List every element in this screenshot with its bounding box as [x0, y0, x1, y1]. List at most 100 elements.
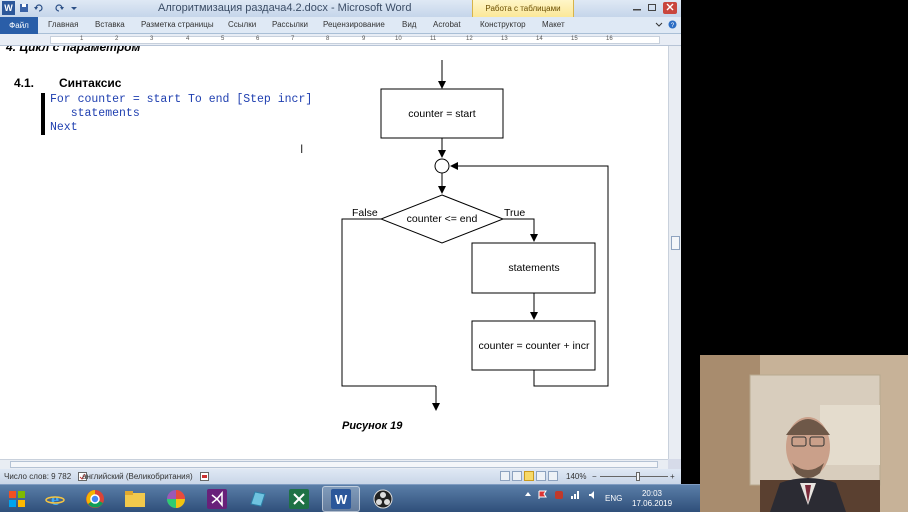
help-icon[interactable]: ?	[668, 20, 677, 31]
tab-page-layout[interactable]: Разметка страницы	[141, 20, 214, 29]
close-button[interactable]	[663, 2, 677, 14]
text-cursor-icon: I	[300, 142, 304, 156]
windows-logo-icon	[9, 491, 25, 507]
svg-text:?: ?	[671, 23, 675, 29]
view-print-layout-button[interactable]	[500, 471, 510, 481]
visual-studio-icon	[207, 489, 227, 509]
junction-connector	[434, 158, 450, 174]
tray-network-icon[interactable]	[570, 490, 580, 502]
true-branch-line	[503, 218, 538, 242]
tab-mailings[interactable]: Рассылки	[272, 20, 308, 29]
ruler-number: 4	[186, 36, 190, 42]
ruler-number: 7	[291, 36, 295, 42]
ruler-number: 3	[150, 36, 154, 42]
true-label: True	[504, 207, 525, 219]
horizontal-scrollbar[interactable]	[0, 459, 668, 469]
loop-back-line	[450, 162, 609, 387]
word-count[interactable]: Число слов: 9 782	[4, 472, 72, 481]
tab-review[interactable]: Рецензирование	[323, 20, 385, 29]
vertical-scroll-thumb[interactable]	[671, 236, 680, 250]
obs-icon	[373, 489, 393, 509]
keyboard-language-indicator[interactable]: ENG	[605, 494, 623, 503]
vertical-scrollbar[interactable]	[668, 46, 681, 459]
ruler-number: 8	[326, 36, 330, 42]
ribbon-tab-bar: Файл Главная Вставка Разметка страницы С…	[0, 17, 681, 34]
redo-icon[interactable]	[53, 1, 65, 15]
tab-acrobat[interactable]: Acrobat	[433, 20, 461, 29]
restore-button[interactable]	[645, 2, 659, 14]
customize-toolbar-icon[interactable]	[70, 1, 78, 15]
svg-text:e: e	[51, 489, 59, 509]
spelling-icon[interactable]	[78, 472, 87, 483]
taskbar-visual-studio[interactable]	[198, 486, 236, 512]
ruler-number: 10	[395, 36, 402, 42]
document-page[interactable]: 4. Цикл с параметром 4.1. Синтаксис For …	[0, 46, 668, 459]
zoom-level[interactable]: 140%	[566, 472, 587, 481]
system-clock[interactable]: 20:03 17.06.2019	[632, 489, 672, 509]
undo-icon[interactable]	[33, 1, 45, 15]
zoom-out-button[interactable]: −	[592, 472, 597, 481]
tray-app-icon[interactable]	[554, 490, 564, 502]
taskbar-chrome[interactable]	[76, 486, 114, 512]
view-fullscreen-reading-button[interactable]	[512, 471, 522, 481]
zoom-in-button[interactable]: +	[670, 472, 675, 481]
clock-date: 17.06.2019	[632, 499, 673, 508]
tray-flag-icon[interactable]	[538, 490, 548, 502]
figure-caption: Рисунок 19	[342, 420, 403, 432]
taskbar-word[interactable]: W	[322, 486, 360, 512]
false-branch-line	[341, 218, 436, 387]
taskbar-excel[interactable]	[280, 486, 318, 512]
taskbar: e W	[0, 484, 700, 512]
view-draft-button[interactable]	[548, 471, 558, 481]
increment-box-label: counter = counter + incr	[479, 340, 590, 352]
ruler-text-area	[50, 36, 660, 44]
tab-references[interactable]: Ссылки	[228, 20, 257, 29]
tab-insert[interactable]: Вставка	[95, 20, 125, 29]
ruler-number: 11	[430, 36, 437, 42]
word-app-icon[interactable]: W	[2, 1, 15, 15]
ribbon-expand-icon[interactable]	[655, 20, 663, 30]
macro-record-icon[interactable]	[200, 472, 209, 483]
horizontal-scroll-thumb[interactable]	[10, 461, 658, 468]
start-button[interactable]	[0, 485, 34, 512]
save-icon[interactable]	[18, 1, 30, 15]
taskbar-file-explorer[interactable]	[116, 486, 154, 512]
title-bar: W Алгоритмизация раздача4.2.docx - Micro…	[0, 0, 681, 34]
code-line: For counter = start To end [Step incr]	[50, 93, 313, 106]
false-label: False	[352, 207, 378, 219]
minimize-button[interactable]	[630, 2, 644, 14]
tab-file[interactable]: Файл	[0, 17, 38, 34]
word-icon: W	[331, 489, 351, 509]
tray-volume-icon[interactable]	[588, 490, 598, 502]
chrome-icon	[86, 490, 104, 508]
view-web-layout-button[interactable]	[524, 471, 534, 481]
ruler-number: 5	[221, 36, 225, 42]
ruler-number: 6	[256, 36, 260, 42]
window-title: Алгоритмизация раздача4.2.docx - Microso…	[158, 2, 412, 14]
presenter-video-image	[700, 355, 908, 512]
taskbar-picasa[interactable]	[157, 486, 195, 512]
clock-time: 20:03	[641, 489, 663, 498]
tray-expand-icon[interactable]	[524, 490, 532, 500]
section-heading: 4. Цикл с параметром	[6, 46, 141, 54]
code-line: Next	[50, 121, 78, 134]
tab-layout[interactable]: Макет	[542, 20, 565, 29]
internet-explorer-icon: e	[45, 489, 65, 509]
ruler-number: 16	[606, 36, 613, 42]
horizontal-ruler[interactable]: 1 2 3 4 5 6 7 8 9 10 11 12 13 14 15 16	[0, 34, 681, 46]
tab-view[interactable]: Вид	[402, 20, 417, 29]
status-bar: Число слов: 9 782 английский (Великобрит…	[0, 469, 681, 484]
taskbar-notepad-app[interactable]	[239, 486, 277, 512]
tab-home[interactable]: Главная	[48, 20, 79, 29]
zoom-slider-knob[interactable]	[636, 472, 640, 481]
language-indicator[interactable]: английский (Великобритания)	[82, 472, 193, 481]
ruler-number: 12	[466, 36, 473, 42]
view-outline-button[interactable]	[536, 471, 546, 481]
taskbar-internet-explorer[interactable]: e	[36, 486, 74, 512]
tab-design[interactable]: Конструктор	[480, 20, 526, 29]
taskbar-obs[interactable]	[364, 486, 402, 512]
excel-icon	[289, 489, 309, 509]
init-box	[380, 88, 504, 139]
init-box-label: counter = start	[408, 108, 475, 120]
zoom-slider-track[interactable]	[600, 476, 668, 477]
